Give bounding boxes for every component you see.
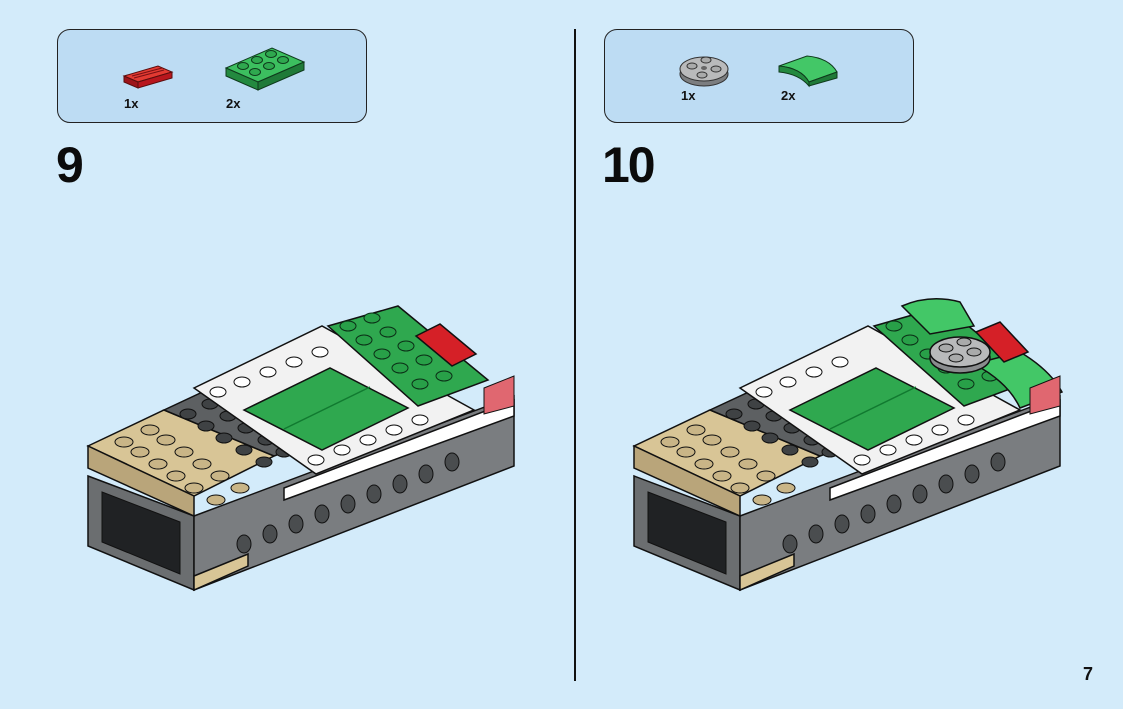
parts-callout-step-10: 1x 2x [604,29,914,123]
part-quantity: 1x [124,96,139,111]
step-divider [574,29,576,681]
green-curved-slope-icon [778,55,838,88]
part-quantity: 1x [681,88,696,103]
model-illustration-step-10 [632,298,1064,592]
page-number: 7 [1082,664,1093,684]
step-number: 9 [56,137,84,193]
step-number: 10 [602,137,656,193]
grey-round-plate-icon [679,56,729,87]
model-illustration-step-9 [86,305,515,592]
green-plate-2x3-icon [224,47,306,91]
parts-callout-step-9: 1x 2x [57,29,367,123]
part-quantity: 2x [226,96,241,111]
red-grille-tile-icon [122,65,174,89]
part-quantity: 2x [781,88,796,103]
